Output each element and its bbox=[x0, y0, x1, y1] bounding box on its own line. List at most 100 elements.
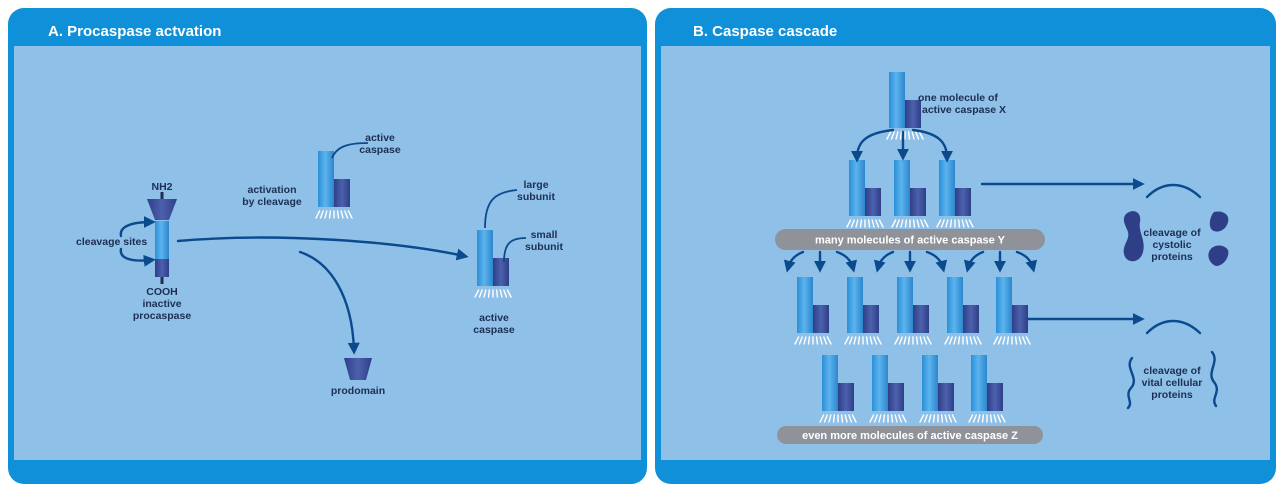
large-subunit bbox=[872, 355, 888, 411]
small-subunit bbox=[955, 188, 971, 216]
prodomain-segment bbox=[147, 199, 177, 220]
caspase-z bbox=[794, 277, 832, 345]
small-subunit bbox=[813, 305, 829, 333]
one-molecule-label-2: active caspase X bbox=[922, 104, 1006, 116]
small-subunit bbox=[334, 179, 350, 207]
pill-y-bg bbox=[775, 229, 1045, 250]
cooh-label: COOH bbox=[146, 286, 178, 298]
caspase-glyph bbox=[315, 151, 353, 219]
active-caspase-right-label-1: active bbox=[479, 312, 509, 324]
activation-label-2: by cleavage bbox=[242, 196, 302, 208]
caspase-z bbox=[819, 355, 857, 423]
vital-label-1: cleavage of bbox=[1143, 365, 1201, 377]
caspase-y bbox=[846, 160, 884, 228]
caspase-y bbox=[936, 160, 974, 228]
large-subunit bbox=[797, 277, 813, 333]
rays bbox=[886, 131, 924, 140]
row-y-arrows bbox=[783, 250, 1038, 273]
pill-z-label: even more molecules of active caspase Z bbox=[802, 430, 1018, 442]
vital-arc-icon bbox=[1145, 319, 1202, 335]
large-subunit-label-1: large bbox=[523, 179, 548, 191]
large-subunit bbox=[939, 160, 955, 216]
large-subunit bbox=[822, 355, 838, 411]
rays bbox=[936, 219, 974, 228]
panel-b-title: B. Caspase cascade bbox=[693, 23, 837, 40]
one-molecule-label-1: one molecule of bbox=[918, 92, 998, 104]
small-subunit-leader bbox=[503, 237, 527, 263]
cystolic-protein-right-bottom-icon bbox=[1208, 245, 1229, 266]
active-caspase-top-label-2: caspase bbox=[359, 144, 401, 156]
procaspase bbox=[147, 192, 177, 284]
small-subunit bbox=[913, 305, 929, 333]
rays bbox=[846, 219, 884, 228]
small-subunit-label-2: subunit bbox=[525, 241, 563, 253]
rays bbox=[869, 414, 907, 423]
large-subunit bbox=[897, 277, 913, 333]
small-subunit bbox=[838, 383, 854, 411]
caspase-z bbox=[844, 277, 882, 345]
pill-y: many molecules of active caspase Y bbox=[775, 229, 1045, 250]
large-segment bbox=[155, 221, 169, 259]
active-caspase-top-label-1: active bbox=[365, 132, 395, 144]
panel-b-body bbox=[661, 46, 1270, 460]
activation-arrow bbox=[176, 236, 469, 261]
vital-protein-left-icon bbox=[1126, 356, 1136, 410]
rays bbox=[891, 219, 929, 228]
inactive-label-1: inactive bbox=[142, 298, 181, 310]
small-subunit bbox=[888, 383, 904, 411]
vital-label-2: vital cellular bbox=[1142, 377, 1203, 389]
arrow-x-to-y1 bbox=[851, 128, 895, 163]
active-caspase-right-label-2: caspase bbox=[473, 324, 515, 336]
large-subunit-leader bbox=[484, 189, 518, 229]
rays bbox=[919, 414, 957, 423]
caspase-z bbox=[919, 355, 957, 423]
active-caspase-top-leader bbox=[331, 142, 369, 159]
activation-label-1: activation bbox=[247, 184, 296, 196]
vital-label-3: proteins bbox=[1151, 389, 1193, 401]
pill-z-bg bbox=[777, 426, 1043, 444]
caspase-z bbox=[869, 355, 907, 423]
panel-a-title: A. Procaspase actvation bbox=[48, 23, 221, 40]
small-subunit bbox=[910, 188, 926, 216]
rays bbox=[968, 414, 1006, 423]
cystolic-label-2: cystolic bbox=[1152, 239, 1191, 251]
rays bbox=[993, 336, 1031, 345]
cystolic-protein-left-icon bbox=[1123, 211, 1144, 262]
small-subunit-label-1: small bbox=[531, 229, 558, 241]
rays bbox=[474, 289, 512, 298]
large-subunit bbox=[947, 277, 963, 333]
cleavage-arrow-bottom bbox=[119, 247, 156, 267]
pill-y-label: many molecules of active caspase Y bbox=[815, 235, 1006, 247]
active-caspase-top bbox=[315, 151, 353, 219]
inactive-label-2: procaspase bbox=[133, 310, 192, 322]
cystolic-label-1: cleavage of bbox=[1143, 227, 1201, 239]
rays bbox=[844, 336, 882, 345]
pill-z: even more molecules of active caspase Z bbox=[777, 426, 1043, 444]
small-subunit bbox=[987, 383, 1003, 411]
small-subunit bbox=[938, 383, 954, 411]
cleavage-arrow-top bbox=[119, 216, 156, 238]
rays bbox=[315, 210, 353, 219]
caspase-y bbox=[891, 160, 929, 228]
caspase-cascade bbox=[794, 72, 1031, 423]
large-subunit bbox=[849, 160, 865, 216]
arrow-x-to-y3 bbox=[911, 128, 953, 163]
large-subunit bbox=[889, 72, 905, 128]
caspase-z bbox=[993, 277, 1031, 345]
small-subunit bbox=[493, 258, 509, 286]
large-subunit-label-2: subunit bbox=[517, 191, 555, 203]
cystolic-label-3: proteins bbox=[1151, 251, 1193, 263]
caspase-z bbox=[894, 277, 932, 345]
cleavage-sites-label: cleavage sites bbox=[76, 236, 147, 248]
large-subunit bbox=[847, 277, 863, 333]
panel-a-body bbox=[14, 46, 641, 460]
rays bbox=[944, 336, 982, 345]
prodomain-label: prodomain bbox=[331, 385, 385, 397]
rays bbox=[894, 336, 932, 345]
cystolic-protein-right-top-icon bbox=[1209, 211, 1229, 232]
large-subunit bbox=[894, 160, 910, 216]
small-subunit bbox=[905, 100, 921, 128]
prodomain-arrow bbox=[298, 250, 360, 355]
caspase-z bbox=[944, 277, 982, 345]
